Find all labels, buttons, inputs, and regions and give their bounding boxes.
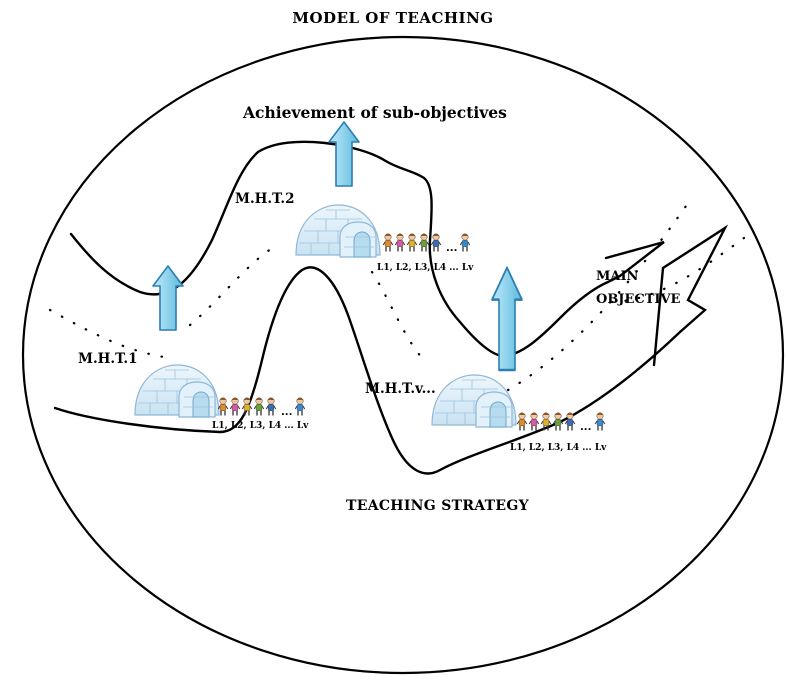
main-objective-line2: OBJECTIVE	[596, 292, 681, 307]
learner-icon	[528, 412, 540, 432]
learner-icon	[382, 233, 394, 253]
learner-icon	[241, 397, 253, 417]
learners-group-2: ...	[382, 233, 471, 254]
learner-icon	[229, 397, 241, 417]
igloo-v-icon	[431, 374, 517, 428]
path-upper-boundary	[69, 140, 665, 358]
igloo-1-icon	[134, 364, 220, 418]
learners-group-v: ...	[516, 412, 606, 433]
station-2-label: M.H.T.2	[235, 191, 295, 207]
learner-icon	[564, 412, 576, 432]
learner-icon	[459, 233, 471, 253]
dotted-guides	[48, 204, 746, 392]
learner-icon	[430, 233, 442, 253]
station-v-label: M.H.T.v...	[365, 381, 436, 397]
igloo-2-icon	[295, 204, 381, 258]
main-objective-label: MAIN OBJECTIVE	[596, 265, 680, 311]
learners-caption-v: L1, L2, L3, L4 ... Lv	[510, 443, 607, 453]
learner-icon	[552, 412, 564, 432]
learner-icon	[253, 397, 265, 417]
learner-icon	[294, 397, 306, 417]
learners-caption-1: L1, L2, L3, L4 ... Lv	[212, 421, 309, 431]
learner-icon	[265, 397, 277, 417]
ellipsis-label: ...	[446, 243, 457, 254]
station-1-label: M.H.T.1	[78, 351, 138, 367]
up-arrow-1-icon	[152, 265, 184, 331]
ellipsis-label: ...	[281, 407, 292, 418]
learner-icon	[406, 233, 418, 253]
up-arrow-2-icon	[328, 121, 360, 187]
learners-caption-2: L1, L2, L3, L4 ... Lv	[377, 263, 474, 273]
learners-group-1: ...	[217, 397, 306, 418]
diagram-title: MODEL OF TEACHING	[292, 9, 494, 27]
learner-icon	[594, 412, 606, 432]
outer-ellipse	[21, 35, 785, 675]
learner-icon	[217, 397, 229, 417]
main-objective-line1: MAIN	[596, 269, 639, 284]
sub-objectives-label: Achievement of sub-objectives	[243, 103, 507, 122]
learner-icon	[516, 412, 528, 432]
ellipsis-label: ...	[580, 422, 591, 433]
path-lower-boundary	[53, 224, 729, 475]
learner-icon	[394, 233, 406, 253]
learner-icon	[418, 233, 430, 253]
teaching-strategy-label: TEACHING STRATEGY	[346, 498, 529, 514]
